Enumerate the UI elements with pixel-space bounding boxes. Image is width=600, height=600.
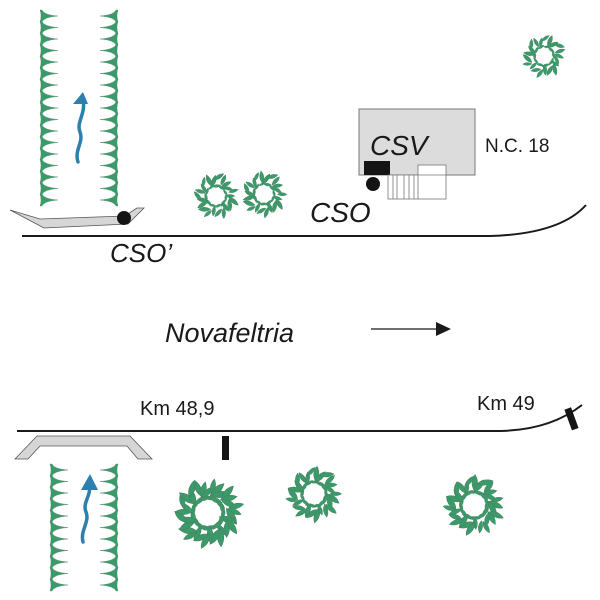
upper-culvert <box>9 207 145 229</box>
bank-vegetation-tick <box>99 578 119 592</box>
bank-vegetation-tick <box>99 78 119 92</box>
tree-leaf <box>522 62 533 66</box>
bank-vegetation-tick <box>99 159 119 172</box>
bank-vegetation-tick <box>99 521 119 534</box>
bank-vegetation-tick <box>99 9 119 23</box>
tree-leaf <box>554 47 566 55</box>
upper-flow-arrow-icon <box>73 92 88 164</box>
tree-leaf <box>277 192 288 197</box>
bank-vegetation-tick <box>99 170 119 184</box>
bank-vegetation-tick <box>99 101 119 115</box>
bank-vegetation-tick <box>99 147 119 161</box>
bank-vegetation-tick <box>39 67 59 80</box>
upper-channel-right-bank <box>99 9 119 207</box>
bank-vegetation-tick <box>39 32 59 46</box>
bank-vegetation-tick <box>49 567 69 580</box>
bank-vegetation-tick <box>49 463 69 477</box>
bank-vegetation-tick <box>99 486 119 500</box>
bank-vegetation-tick <box>99 113 119 126</box>
stairs <box>387 164 447 200</box>
bank-vegetation-tick <box>99 555 119 569</box>
bank-vegetation-tick <box>39 147 59 161</box>
bank-vegetation-tick <box>39 90 59 103</box>
km-marker-49 <box>564 407 579 431</box>
bank-vegetation-tick <box>99 136 119 149</box>
bank-vegetation-tick <box>49 475 69 488</box>
bank-vegetation-tick <box>39 101 59 115</box>
tree-icon <box>442 474 505 538</box>
lower-culvert <box>14 435 153 460</box>
csv-label: CSV <box>370 130 430 161</box>
bank-vegetation-tick <box>49 544 69 557</box>
bank-vegetation-tick <box>39 136 59 149</box>
bank-vegetation-tick <box>99 182 119 195</box>
bank-vegetation-tick <box>49 498 69 511</box>
bank-vegetation-tick <box>99 475 119 488</box>
lower-channel-right-bank <box>99 463 119 592</box>
tree-icon <box>242 170 288 219</box>
lower-road-line <box>17 404 583 432</box>
section-block <box>364 161 390 175</box>
bank-vegetation-tick <box>39 9 59 23</box>
bank-vegetation-tick <box>49 509 69 523</box>
bank-vegetation-tick <box>39 113 59 126</box>
bank-vegetation-tick <box>99 21 119 34</box>
tree-icon <box>172 478 245 551</box>
bank-vegetation-tick <box>49 521 69 534</box>
bank-vegetation-tick <box>99 498 119 511</box>
tree-icon <box>521 34 566 79</box>
tree-leaf <box>242 199 256 208</box>
bank-vegetation-tick <box>99 124 119 138</box>
tree-leaf <box>477 520 484 534</box>
house-number-label: N.C. 18 <box>485 136 549 157</box>
bank-vegetation-tick <box>99 463 119 477</box>
bank-vegetation-tick <box>99 55 119 69</box>
bank-vegetation-tick <box>49 578 69 592</box>
bank-vegetation-tick <box>99 90 119 103</box>
km-48-9-label: Km 48,9 <box>140 398 214 420</box>
bank-vegetation-tick <box>39 55 59 69</box>
bank-vegetation-tick <box>39 21 59 34</box>
bank-vegetation-tick <box>99 44 119 57</box>
bank-vegetation-tick <box>39 124 59 138</box>
tree-icon <box>285 465 342 524</box>
bank-vegetation-tick <box>99 567 119 580</box>
cso-label: CSO <box>310 197 371 228</box>
bank-vegetation-tick <box>99 544 119 557</box>
direction-arrow-icon <box>371 322 451 336</box>
upper-channel-left-bank <box>39 9 59 207</box>
tree-leaf <box>245 204 257 213</box>
bank-vegetation-tick <box>99 193 119 207</box>
bank-vegetation-tick <box>39 170 59 184</box>
direction-town-label: Novafeltria <box>165 318 294 348</box>
tree-leaf <box>532 37 541 48</box>
bank-vegetation-tick <box>39 182 59 195</box>
bank-vegetation-tick <box>49 555 69 569</box>
bank-vegetation-tick <box>49 486 69 500</box>
tree-icon <box>192 171 240 219</box>
bank-vegetation-tick <box>99 67 119 80</box>
bank-vegetation-tick <box>39 159 59 172</box>
bank-vegetation-tick <box>39 44 59 57</box>
upper-channel <box>39 9 119 207</box>
bank-vegetation-tick <box>99 532 119 546</box>
cso-prime-label: CSO’ <box>110 238 173 268</box>
bank-vegetation-tick <box>99 32 119 46</box>
upper-road-line <box>22 204 587 237</box>
cso-point <box>366 177 380 191</box>
bank-vegetation-tick <box>39 193 59 207</box>
lower-flow-arrow-icon <box>80 474 98 544</box>
km-49-label: Km 49 <box>477 393 535 415</box>
cso-prime-point <box>117 211 131 225</box>
lower-channel-left-bank <box>49 463 69 592</box>
km-marker-48-9 <box>222 436 229 460</box>
bank-vegetation-tick <box>39 78 59 92</box>
bank-vegetation-tick <box>49 532 69 546</box>
bank-vegetation-tick <box>99 509 119 523</box>
